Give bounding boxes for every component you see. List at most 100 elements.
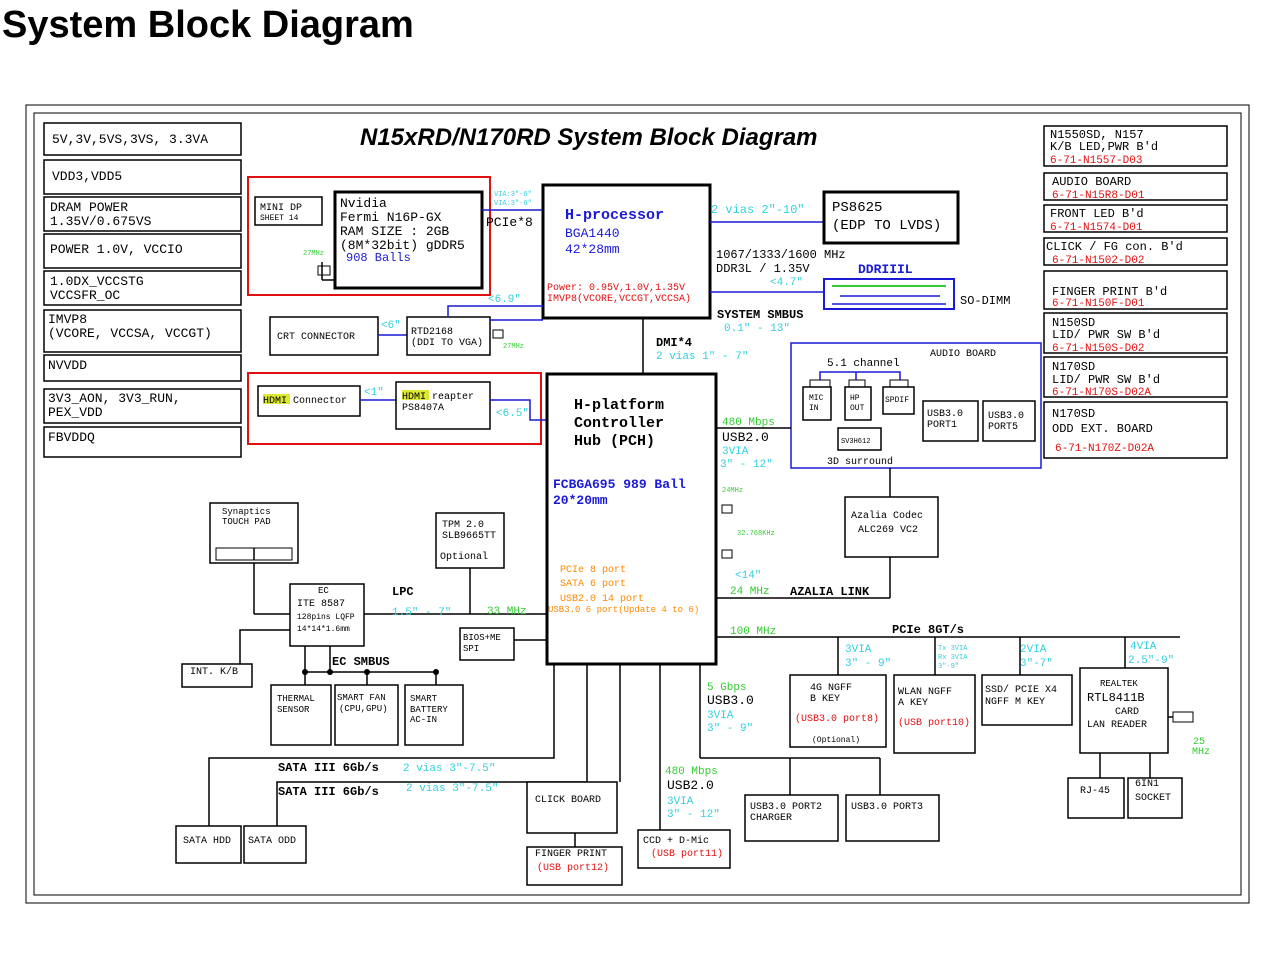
audio-board-title: AUDIO BOARD	[930, 349, 996, 360]
tpm-line: TPM 2.0	[442, 520, 484, 531]
rail-text: POWER 1.0V, VCCIO	[50, 242, 183, 257]
pch-clock: 32.768KHz	[737, 530, 775, 538]
power-rails: 5V,3V,5VS,3VS, 3.3VA VDD3,VDD5 DRAM POWE…	[43, 122, 242, 458]
board-pn: 6-71-N150S-D02	[1052, 343, 1144, 355]
usb3-port1: USB3.0	[927, 409, 963, 420]
board-label: K/B LED,PWR B'd	[1050, 140, 1158, 154]
gpu-via: VIA:3"-6"	[494, 191, 532, 199]
sata-via: 2 vias 3"-7.5"	[403, 763, 495, 775]
cpu-line: BGA1440	[565, 226, 620, 241]
usb3-port2: USB3.0 PORT2	[750, 802, 822, 813]
ccd-line: CCD + D-Mic	[643, 835, 709, 847]
mem-len: <4.7"	[770, 277, 803, 289]
hdmi-repeater-label: reapter	[426, 392, 474, 403]
board-label: ODD EXT. BOARD	[1052, 422, 1153, 436]
crt-len: <6"	[381, 320, 401, 332]
diagram-title: N15xRD/N170RD System Block Diagram	[360, 124, 818, 151]
mem-type: DDR3L / 1.35V	[716, 262, 810, 276]
page-title: System Block Diagram	[2, 4, 414, 46]
pch-size: 20*20mm	[553, 493, 608, 508]
gpu-pcie: PCIe*8	[486, 215, 533, 230]
ccd-line: (USB port11)	[651, 848, 723, 860]
gpu-group: MINI DP SHEET 14 Nvidia Fermi N16P-GX RA…	[247, 176, 543, 296]
lan-clock: 25	[1193, 737, 1205, 748]
board-label: FRONT LED B'd	[1050, 207, 1144, 221]
rail-text: 5V,3V,5VS,3VS, 3.3VA	[52, 132, 208, 147]
ec-line: 14*14*1.6mm	[297, 625, 350, 634]
mic-in: IN	[809, 404, 819, 413]
rtd-clock: 27MHz	[503, 343, 524, 351]
rail-text: PEX_VDD	[48, 405, 103, 420]
ngff-b-line: B KEY	[810, 694, 840, 705]
amp-chip: SV3H612	[841, 438, 870, 446]
codec-len: <14"	[735, 570, 761, 582]
rail-text: VDD3,VDD5	[52, 169, 122, 184]
board-label: LID/ PWR SW B'd	[1052, 373, 1160, 387]
audio-usb-len: 3" - 12"	[720, 459, 773, 471]
board-pn: 6-71-N1574-D01	[1050, 222, 1143, 234]
bios-line: BIOS+ME	[463, 633, 501, 643]
dmi-label: DMI*4	[656, 336, 692, 350]
usb3-len: 3" - 9"	[707, 723, 753, 735]
thermal-line: THERMAL	[277, 694, 315, 704]
codec-line: ALC269 VC2	[858, 525, 918, 536]
usb3-port1: PORT1	[927, 420, 957, 431]
mini-dp-sheet: SHEET 14	[260, 214, 299, 223]
codec-line: Azalia Codec	[851, 510, 923, 522]
thermal-line: SENSOR	[277, 705, 310, 715]
audio-usb-via: 3VIA	[722, 446, 749, 458]
rtd-line: (DDI TO VGA)	[411, 337, 483, 349]
board-label: AUDIO BOARD	[1052, 175, 1131, 189]
mem-label: DDRIIIL	[858, 262, 913, 277]
ec-line: 128pins LQFP	[297, 613, 355, 622]
usb3-port5: USB3.0	[988, 411, 1024, 422]
board-label: N150SD	[1052, 316, 1095, 330]
pch-line: Hub (PCH)	[574, 433, 655, 450]
lpc-len: 1.5" - 7"	[392, 607, 451, 619]
crt-label: CRT CONNECTOR	[277, 332, 355, 343]
board-label: LID/ PWR SW B'd	[1052, 328, 1160, 342]
battery-line: AC-IN	[410, 715, 437, 725]
lpc-label: LPC	[392, 585, 414, 599]
ngff-wlan-line: A KEY	[898, 698, 928, 709]
cpu-power: IMVP8(VCORE,VCCGT,VCCSA)	[547, 293, 691, 305]
pcie-via: 4VIA	[1130, 641, 1157, 653]
board-label: CLICK / FG con. B'd	[1046, 240, 1183, 254]
sata-bus: SATA III 6Gb/s	[278, 761, 379, 775]
board-label: N1550SD, N157	[1050, 128, 1144, 142]
ngff-wlan-line: WLAN NGFF	[898, 687, 952, 698]
ngff-b-line: (Optional)	[812, 736, 860, 745]
board-label: FINGER PRINT B'd	[1052, 285, 1167, 299]
usb3-port3: USB3.0 PORT3	[851, 802, 923, 813]
spdif: SPDIF	[885, 396, 909, 405]
board-label: N170SD	[1052, 407, 1095, 421]
board-pn: 6-71-N150F-D01	[1052, 298, 1145, 310]
pcie-rx: Rx 3VIA	[938, 654, 968, 662]
cpu-block	[541, 183, 712, 320]
rail-text: DRAM POWER	[50, 200, 128, 215]
ngff-wlan-line: (USB port10)	[898, 717, 970, 729]
cpu-power: Power: 0.95V,1.0V,1.35V	[547, 283, 685, 294]
sata-bus: SATA III 6Gb/s	[278, 785, 379, 799]
board-pn: 6-71-N1502-D02	[1052, 255, 1144, 267]
lan-line: LAN READER	[1087, 720, 1147, 731]
hp-out: HP	[850, 394, 860, 403]
pcie-clock: 100 MHz	[730, 626, 776, 638]
lpc-clock: 33 MHz	[487, 606, 527, 618]
sata-via: 2 vias 3"-7.5"	[406, 783, 498, 795]
pch-feature: PCIe 8 port	[560, 565, 626, 576]
gpu-line: RAM SIZE : 2GB	[340, 224, 449, 239]
hp-out: OUT	[850, 404, 865, 413]
mem-speed: 1067/1333/1600 MHz	[716, 248, 846, 262]
pcie-tx: Tx 3VIA	[938, 645, 968, 653]
fp-line: FINGER PRINT	[535, 849, 607, 860]
ngff-ssd-line: NGFF M KEY	[985, 697, 1045, 708]
hdmi-connector-label: Connector	[287, 396, 347, 407]
usb3-speed: 5 Gbps	[707, 682, 747, 694]
pch-line: Controller	[574, 415, 664, 432]
cpu-line: H-processor	[565, 207, 664, 224]
card-socket: SOCKET	[1135, 793, 1171, 804]
smbus-len: 0.1" - 13"	[724, 323, 790, 335]
rtd-line: RTD2168	[411, 327, 453, 338]
